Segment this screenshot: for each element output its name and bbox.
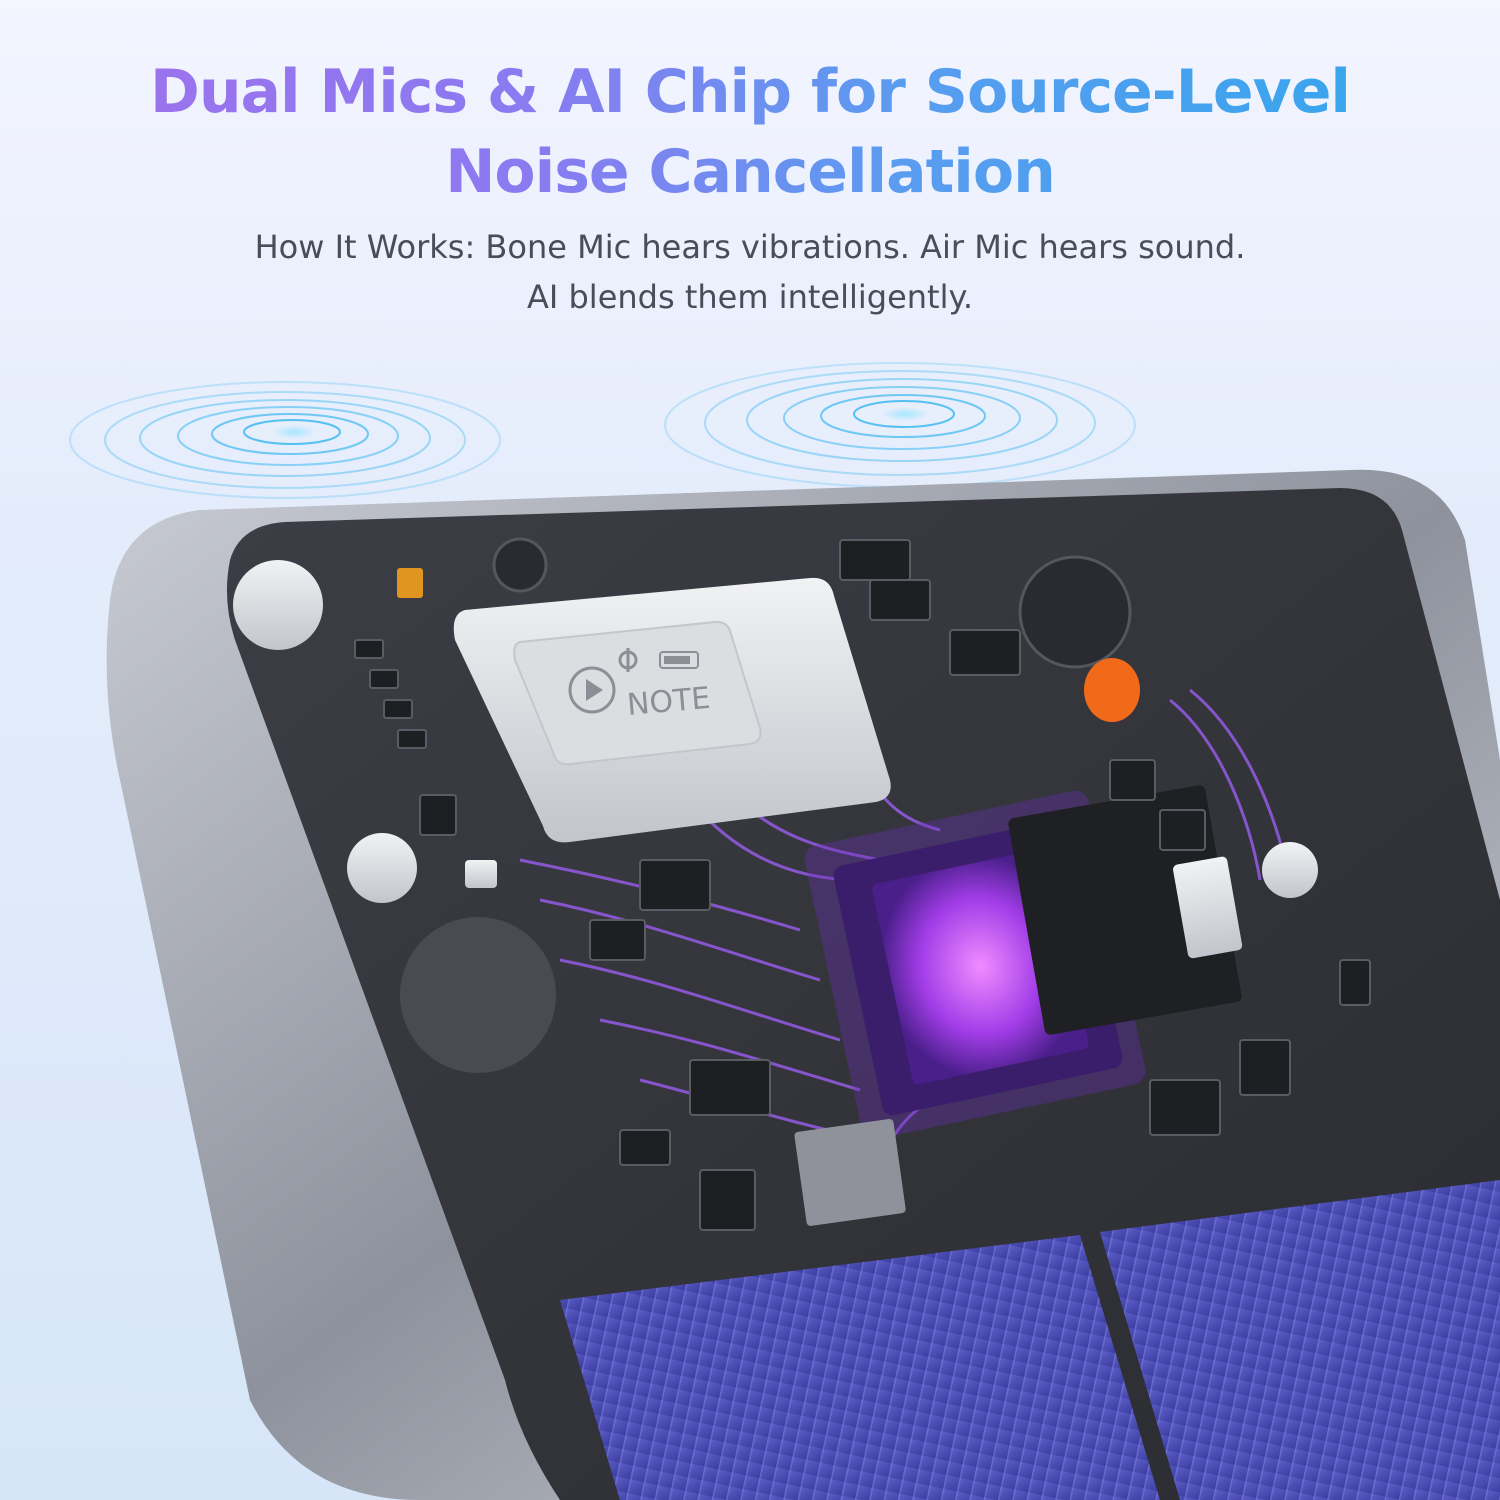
screen-label: NOTE xyxy=(626,681,712,723)
display-module: NOTE xyxy=(453,577,891,843)
play-icon xyxy=(568,666,616,714)
air-mic xyxy=(1018,555,1132,669)
metal-shield xyxy=(794,1119,906,1226)
round-button-right xyxy=(1262,842,1318,898)
battery-icon xyxy=(659,651,699,669)
bone-mic xyxy=(492,537,548,593)
battery-pack xyxy=(560,1180,1500,1500)
orange-pad xyxy=(397,568,423,598)
subheadline-line-1: How It Works: Bone Mic hears vibrations.… xyxy=(254,228,1246,266)
speaker-grille xyxy=(400,917,556,1073)
subheadline: How It Works: Bone Mic hears vibrations.… xyxy=(0,222,1500,322)
round-button-top xyxy=(233,560,323,650)
round-button-mid xyxy=(347,833,417,903)
orange-component xyxy=(1084,658,1140,722)
silver-connector xyxy=(1173,856,1243,959)
subheadline-line-2: AI blends them intelligently. xyxy=(526,278,974,316)
left-mic-wave-rings xyxy=(69,381,501,499)
right-mic-wave-rings xyxy=(664,362,1136,488)
link-icon xyxy=(618,648,638,672)
smd-components xyxy=(354,539,1371,1231)
